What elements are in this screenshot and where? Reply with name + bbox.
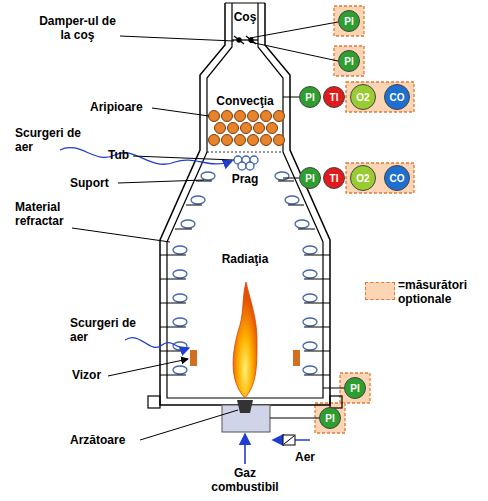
instrument-tag: CO bbox=[390, 92, 405, 103]
part-name: Vizor bbox=[72, 368, 112, 382]
instrument-tag: CO bbox=[390, 173, 405, 184]
legend-text: =măsurători optionale bbox=[398, 278, 483, 306]
instrument-tag: TI bbox=[330, 173, 339, 184]
instrument-tag: PI bbox=[350, 383, 359, 394]
part-name: Scurgeri de aer bbox=[70, 316, 140, 344]
burner-tip bbox=[237, 400, 253, 413]
instrument-bubble: O2 bbox=[350, 84, 376, 110]
instrument-bubble: PI bbox=[344, 377, 366, 399]
instrument-bubble: CO bbox=[384, 84, 410, 110]
instrument-tag: PI bbox=[305, 92, 314, 103]
instrument-tag: PI bbox=[325, 413, 334, 424]
instrument-bubble: PI bbox=[299, 86, 321, 108]
convection-floor bbox=[207, 152, 283, 153]
instrument-tag: TI bbox=[330, 92, 339, 103]
part-name: Material refractar bbox=[15, 200, 85, 228]
instrument-bubble: O2 bbox=[350, 165, 376, 191]
air-leak bbox=[60, 148, 232, 165]
air-leak bbox=[125, 338, 189, 349]
instrument-tag: PI bbox=[344, 56, 353, 67]
instrument-bubble: PI bbox=[299, 167, 321, 189]
fuel-gas-line bbox=[244, 434, 246, 464]
refractory-wall bbox=[167, 3, 323, 398]
section-label: Prag bbox=[225, 172, 265, 186]
instrument-bubble: CO bbox=[384, 165, 410, 191]
legend-swatch bbox=[365, 282, 395, 300]
shield-tubes bbox=[234, 156, 258, 170]
part-name: Scurgeri de aer bbox=[15, 126, 85, 154]
part-name: Aer bbox=[295, 450, 325, 464]
burner-flame bbox=[233, 282, 257, 398]
stack-label: Coş bbox=[225, 10, 265, 24]
instrument-tag: PI bbox=[305, 173, 314, 184]
instrument-tag: PI bbox=[344, 16, 353, 27]
air-register bbox=[284, 436, 294, 444]
part-name: Aripioare bbox=[90, 100, 160, 114]
air-register bbox=[283, 435, 295, 445]
part-name: Damper-ul de la coş bbox=[35, 14, 120, 42]
instrument-bubble: TI bbox=[323, 86, 345, 108]
flange bbox=[148, 396, 160, 408]
part-name: Gaz combustibil bbox=[205, 466, 285, 494]
leader-line bbox=[72, 22, 344, 440]
instrument-bubble: TI bbox=[323, 167, 345, 189]
part-name: Suport bbox=[70, 176, 125, 190]
part-name: Tub bbox=[108, 148, 138, 162]
instrument-bubble: PI bbox=[319, 407, 341, 429]
finned-tubes bbox=[209, 111, 285, 146]
instrument-bubble: PI bbox=[338, 50, 360, 72]
chimney-top bbox=[225, 2, 265, 3]
leader-arrow bbox=[108, 359, 188, 376]
instrument-tag: O2 bbox=[356, 173, 369, 184]
peep-hole bbox=[293, 350, 300, 366]
section-label: Radiaţia bbox=[210, 252, 280, 266]
instrument-bubble: PI bbox=[338, 10, 360, 32]
section-label: Convecţia bbox=[207, 94, 283, 108]
part-name: Arzătoare bbox=[70, 433, 145, 447]
instrument-tag: O2 bbox=[356, 92, 369, 103]
peep-hole bbox=[190, 350, 197, 366]
outer-wall bbox=[160, 3, 330, 405]
